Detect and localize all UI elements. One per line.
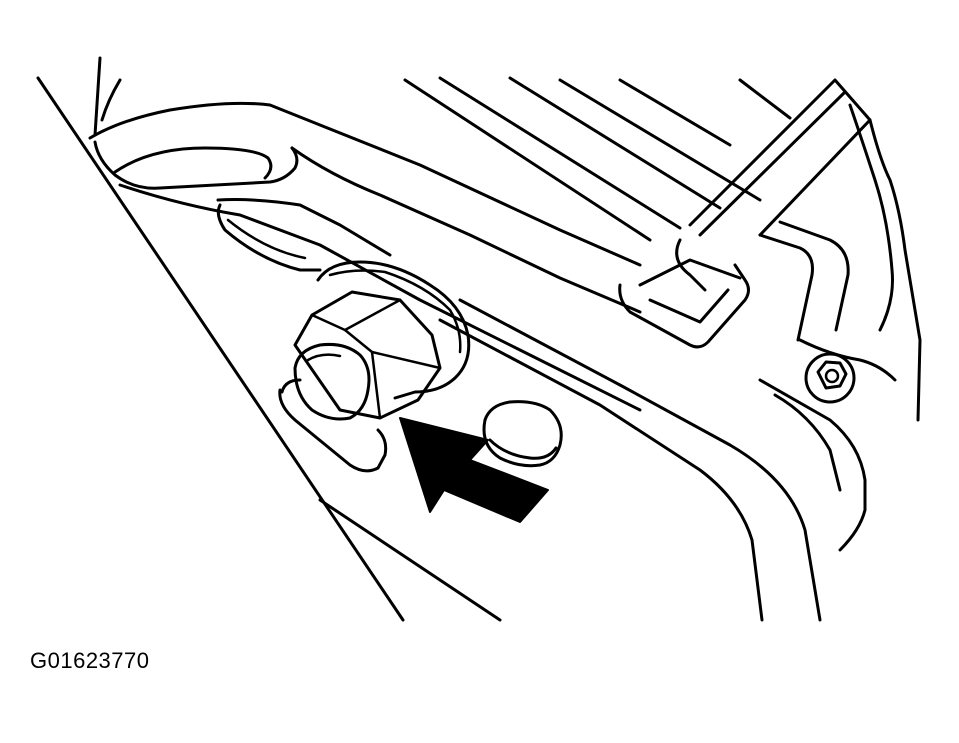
round-cap	[482, 400, 563, 468]
arrow-pointer-icon	[399, 417, 549, 523]
oil-pan-right-ribs	[403, 76, 792, 242]
oil-pan-flange	[93, 140, 642, 412]
mounting-bracket	[618, 78, 872, 349]
flange-bolt-icon	[804, 352, 856, 404]
drain-plug-bolt-icon	[293, 260, 471, 421]
oil-pan-lower-edge	[318, 298, 822, 622]
oil-pan-right-housing	[758, 103, 922, 552]
figure-id-label: G01623770	[30, 648, 150, 673]
oil-pan-upper-contour	[88, 56, 642, 267]
drain-boss	[216, 198, 392, 272]
oil-pan-left-edge	[36, 76, 405, 622]
bolt-seat-pad	[278, 378, 388, 473]
